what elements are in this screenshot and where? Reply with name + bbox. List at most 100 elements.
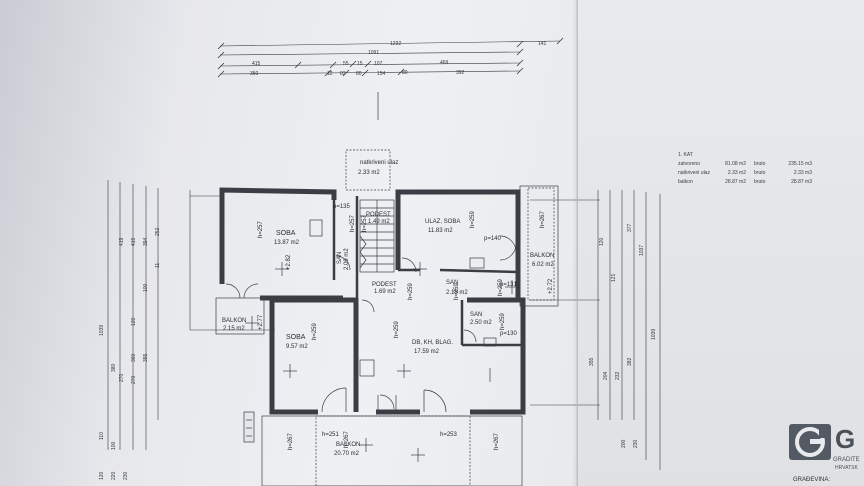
room-san1-name: SAN	[337, 251, 343, 264]
dim-right-382: 382	[627, 357, 633, 366]
right-sheet	[577, 0, 864, 486]
podest2-area: 1.69 m2	[374, 289, 396, 295]
balkon2-height: h=267	[540, 211, 546, 228]
legend-title: 1. KAT	[678, 151, 693, 158]
h253-label: h=253	[440, 432, 457, 438]
room-soba1-area: 13.87 m2	[274, 240, 300, 246]
balkon2-area: 6.02 m2	[532, 262, 554, 268]
balkon3-area: 20.70 m2	[334, 451, 360, 457]
logo-letter: G	[835, 424, 856, 454]
dim-right-232: 232	[615, 371, 621, 380]
legend-cell: bruto	[754, 178, 766, 185]
legend-row: natkriveni ulaz 2.33 m2 bruto 2.33 m3	[678, 168, 828, 177]
room-san1-height: h=257	[350, 215, 356, 232]
dim-left-230: 230	[123, 471, 129, 480]
company-logo: G GRADITE HRVATSK GRAĐEVINA:	[789, 424, 864, 486]
logo-text-1: GRADITE	[833, 457, 860, 463]
dim-left-220: 220	[111, 471, 117, 480]
h259-label-b: h=259	[454, 283, 460, 300]
legend-cell: 2.33 m2	[727, 169, 746, 176]
dim-left-355: 355	[143, 353, 149, 362]
legend-cell: bruto	[754, 169, 766, 176]
dim-top-469: 469	[440, 60, 449, 66]
area-legend: 1. KAT zatvoreno 81.08 m2 bruto 235.15 m…	[678, 150, 828, 186]
logo-mark-icon	[789, 424, 831, 460]
legend-row: zatvoreno 81.08 m2 bruto 235.15 m3	[678, 159, 828, 168]
legend-cell: 235.15 m3	[788, 160, 812, 167]
level-282-a: +2.82	[286, 254, 292, 270]
h257-label: h=257	[362, 215, 368, 232]
legend-row: balkon 28.87 m2 bruto 28.87 m3	[678, 177, 828, 186]
dim-top-83: 83	[340, 71, 346, 77]
p130-label: p=130	[500, 331, 517, 337]
room-san1-area: 2.09 m2	[344, 248, 350, 270]
room-dnevni-name: DB, KH, BLAG.	[412, 340, 454, 346]
room-san2-name: SAN	[446, 280, 459, 286]
dim-top-15: 15	[357, 61, 363, 67]
dim-top-total: 1232	[390, 41, 402, 47]
dim-left-100b: 100	[111, 441, 117, 450]
p135-label: p=135	[333, 204, 350, 210]
dim-left-380: 380	[111, 363, 117, 372]
logo-text-2: HRVATSK	[835, 465, 858, 471]
dim-left-120: 120	[131, 317, 137, 326]
legend-cell: 28.87 m2	[725, 178, 746, 185]
room-soba1-name: SOBA	[276, 230, 296, 237]
balkon3-name: BALKON	[336, 442, 361, 448]
dim-left-252: 252	[155, 227, 161, 236]
room-soba2-height: h=259	[312, 323, 318, 340]
dim-left-110: 110	[99, 432, 105, 440]
dim-left-360: 360	[131, 353, 137, 362]
dim-top-right: 141	[538, 41, 547, 47]
dim-top-1091: 1091	[368, 50, 380, 56]
p140-label: p=140	[484, 236, 501, 242]
dim-left-270b: 270	[131, 375, 137, 384]
dim-left-100: 100	[143, 283, 149, 292]
room-soba2-name: SOBA	[286, 334, 306, 341]
level-277-a: +2.77	[258, 314, 264, 330]
level-272: +2.72	[548, 278, 554, 294]
room-san2-area: 2.18 m2	[446, 290, 468, 296]
balkon3-height: h=267	[344, 431, 350, 448]
dim-right-230: 230	[633, 439, 639, 448]
dim-right-121: 121	[611, 273, 617, 282]
balkon2-name: BALKON	[530, 253, 555, 259]
legend-cell: bruto	[754, 160, 766, 167]
room-san3-height: h=259	[500, 313, 506, 330]
podest2-name: PODEST	[372, 282, 397, 288]
sheet-fold	[572, 0, 578, 486]
room-ulaz-height: h=259	[470, 211, 476, 228]
dim-top-107: 107	[374, 61, 383, 67]
legend-cell: 2.33 m3	[793, 169, 812, 176]
dim-right-355: 355	[589, 357, 595, 366]
podest1-name: PODEST	[366, 212, 391, 218]
balkon1-area: 2.15 m2	[223, 326, 245, 332]
balkon1-name: BALKON	[222, 318, 247, 324]
dim-right-1039: 1039	[651, 328, 657, 340]
dim-left-394: 394	[143, 237, 149, 246]
dim-left-419b: 419	[131, 237, 137, 246]
room-dnevni-height: h=259	[394, 321, 400, 338]
legend-cell: 28.87 m3	[791, 178, 812, 185]
room-ulaz-area: 11.83 m2	[428, 228, 453, 234]
dim-top-12: 12	[327, 71, 333, 77]
room-dnevni-area: 17.59 m2	[414, 349, 440, 355]
dim-top-392: 392	[456, 70, 465, 76]
dim-top-154: 154	[377, 71, 386, 77]
dim-top-55: 55	[343, 61, 349, 67]
natkriveni-name: natkriveni ulaz	[360, 160, 399, 166]
dim-left-419a: 419	[119, 237, 125, 246]
legend-cell: zatvoreno	[678, 160, 700, 167]
dim-right-120: 120	[599, 237, 605, 246]
dim-left-270a: 270	[119, 373, 125, 382]
room-soba2-area: 9.57 m2	[286, 344, 308, 350]
dim-top-80b: 80	[402, 70, 408, 76]
dim-top-80a: 80	[356, 71, 362, 77]
legend-cell: balkon	[678, 178, 693, 185]
dim-left-11: 11	[155, 262, 161, 268]
dim-left-120b: 120	[99, 471, 105, 480]
dim-right-377: 377	[627, 223, 633, 232]
legend-cell: natkriveni ulaz	[678, 169, 710, 176]
